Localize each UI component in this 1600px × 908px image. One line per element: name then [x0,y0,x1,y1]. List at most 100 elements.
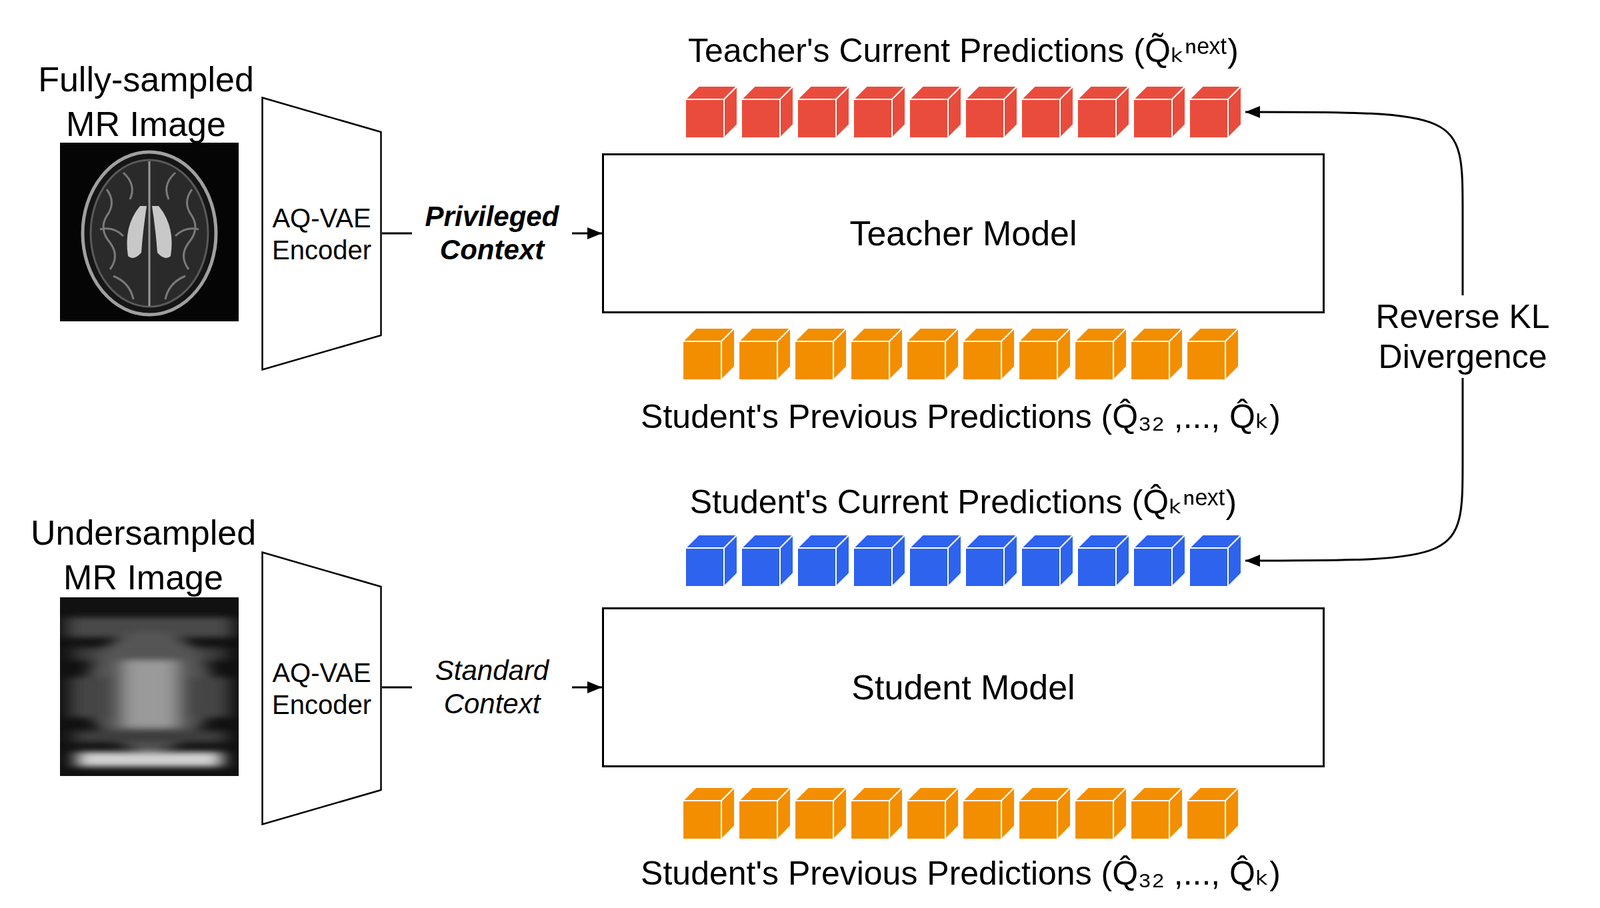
cube-side [945,787,959,840]
encoder-shape [261,96,382,371]
cube-side [892,534,906,587]
cube-front [685,548,724,587]
mri-image [60,142,239,322]
cube-side [889,787,903,840]
cube-front [1186,800,1226,840]
cube-side [892,86,906,138]
cube-side [1057,328,1071,380]
cube-side [1116,534,1130,587]
cube-front [1130,341,1170,380]
cube-front [1189,99,1228,138]
cube-side [1057,787,1071,840]
cube-side [836,534,850,587]
cube-front [741,99,780,138]
model-box: Student Model [602,607,1325,768]
cube-side [948,534,962,587]
cube-front [1018,341,1058,380]
cube-side [1225,787,1239,840]
cube-side [1060,534,1074,587]
edge-label: Standard Context [412,652,572,722]
cube-side [1228,86,1242,138]
encoder-outline [262,98,382,370]
cube-front [1186,341,1226,380]
cube-side [1113,787,1127,840]
cube-side [724,86,738,138]
cube-side [1060,86,1074,138]
cube-front [794,341,834,380]
encoder-outline [262,552,382,825]
cube-side [836,86,850,138]
encoder-block: AQ-VAE Encoder [261,551,382,826]
cube-side [1172,534,1186,587]
cube-side [948,86,962,138]
cube-row [684,84,1243,140]
edge-label: Privileged Context [412,198,572,268]
cube-row [681,326,1240,382]
cube-side [1169,328,1183,380]
cube-front [850,800,890,840]
cube-front [1077,548,1116,587]
cube-front [1189,548,1228,587]
cube-side [1172,86,1186,138]
cube-front [853,548,892,587]
prediction-row: Student's Previous Predictions (Q̂₃₂ ,..… [640,786,1281,893]
cube-front [1074,341,1114,380]
node-label: Student's Previous Predictions (Q̂₃₂ ,..… [640,397,1281,436]
cube-front [685,99,724,138]
cube-row [684,533,1243,588]
node-label: Teacher's Current Predictions (Q̃ₖⁿᵉˣᵗ) [688,30,1239,72]
cube-front [909,99,948,138]
cube-front [738,800,778,840]
prediction-row: Teacher's Current Predictions (Q̃ₖⁿᵉˣᵗ) [684,30,1243,140]
cube-side [1169,787,1183,840]
node-label: Student's Previous Predictions (Q̂₃₂ ,..… [640,854,1281,893]
cube-side [945,328,959,380]
cube-side [1228,534,1242,587]
encoder-shape [261,551,382,826]
cube-front [682,341,722,380]
cube-side [1004,86,1018,138]
cube-side [833,328,847,380]
cube-front [850,341,890,380]
cube-side [780,534,794,587]
cube-side [1225,328,1239,380]
cube-side [780,86,794,138]
cube-front [962,341,1002,380]
encoder-block: AQ-VAE Encoder [261,96,382,371]
cube-side [1001,787,1015,840]
prediction-row: Student's Previous Predictions (Q̂₃₂ ,..… [640,326,1281,436]
node-label: Student Model [851,666,1075,708]
cube-front [1021,99,1060,138]
cube-front [1077,99,1116,138]
image-caption: Undersampled MR Image [16,510,270,600]
node-label: AQ-VAE Encoder [268,202,376,266]
cube-front [797,548,836,587]
cube-front [797,99,836,138]
cube-front [906,800,946,840]
cube-front [794,800,834,840]
cube-front [1130,800,1170,840]
cube-side [1116,86,1130,138]
cube-front [1133,548,1172,587]
cube-front [965,548,1004,587]
node-label: Student's Current Predictions (Q̂ₖⁿᵉˣᵗ) [690,481,1237,523]
cube-front [1021,548,1060,587]
cube-front [1018,800,1058,840]
cube-side [777,328,791,380]
cube-side [1113,328,1127,380]
cube-front [909,548,948,587]
edge-label: Reverse KL Divergence [1359,295,1566,378]
cube-row [681,786,1240,841]
cube-side [777,787,791,840]
undersampled-image [60,597,239,776]
cube-front [853,99,892,138]
cube-side [1001,328,1015,380]
node-label: Teacher Model [849,212,1077,254]
cube-front [1074,800,1114,840]
cube-side [833,787,847,840]
prediction-row: Student's Current Predictions (Q̂ₖⁿᵉˣᵗ) [684,481,1243,588]
cube-front [682,800,722,840]
cube-front [741,548,780,587]
cube-side [1004,534,1018,587]
